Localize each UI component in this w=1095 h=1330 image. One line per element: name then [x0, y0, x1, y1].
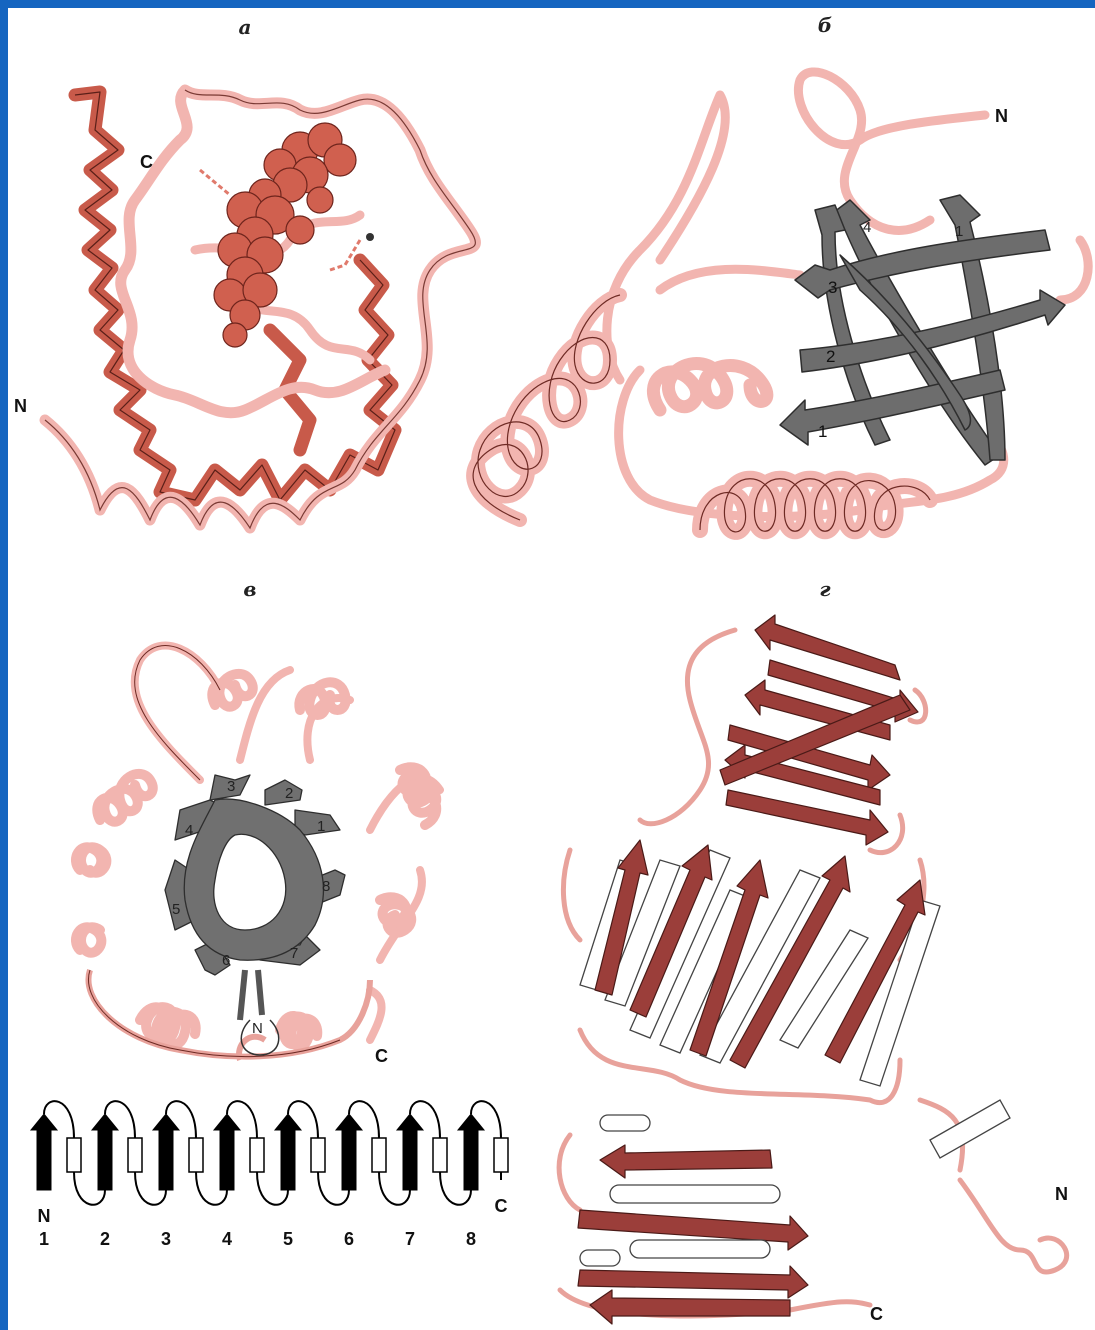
- topology-number-3: 3: [161, 1229, 171, 1249]
- panel-v-strand-label-5: 5: [172, 901, 180, 918]
- topology-strand-5: [275, 1114, 301, 1190]
- topology-c-terminus: C: [495, 1196, 508, 1216]
- panel-b-left-helix: [473, 295, 620, 520]
- panel-g-bot-cylinder-4: [580, 1250, 620, 1266]
- panel-v-helix-top-left: [97, 774, 152, 822]
- topology-helix-3: [189, 1138, 203, 1172]
- topology-strand-8: [458, 1114, 484, 1190]
- panel-g-n-terminus: N: [1055, 1184, 1068, 1204]
- topology-number-5: 5: [283, 1229, 293, 1249]
- topology-helix-5: [311, 1138, 325, 1172]
- panel-v: в 3 2 1 4: [76, 577, 440, 1066]
- topology-strand-6: [336, 1114, 362, 1190]
- panel-a-iron-atom: [366, 233, 374, 241]
- panel-v-helices: [76, 674, 436, 1046]
- topology-helix-8: [494, 1138, 508, 1172]
- panel-v-strand-label-6: 6: [222, 952, 230, 969]
- panel-b-strand-label-2: 2: [826, 347, 835, 366]
- protein-structures-figure: а C N б: [8, 8, 1095, 1330]
- panel-v-connecting-ribbon: [88, 970, 370, 1060]
- panel-b-n-terminus: N: [995, 106, 1008, 126]
- panel-a-letter: а: [239, 15, 252, 39]
- topology-strand-2: [92, 1114, 118, 1190]
- topology-number-2: 2: [100, 1229, 110, 1249]
- panel-b-letter: б: [818, 13, 832, 37]
- panel-b-loops: [607, 72, 1088, 517]
- topology-diagram: 1 2 3 4 5 6 7 8 N C: [31, 1101, 508, 1249]
- topology-helix-7: [433, 1138, 447, 1172]
- panel-g-bot-strand-1: [600, 1145, 772, 1178]
- panel-b: б 3 2 1 4 1 N: [473, 13, 1088, 532]
- panel-g-bottom-strands: [578, 1145, 808, 1324]
- panel-g-bot-cylinder-2: [610, 1185, 780, 1203]
- topology-number-1: 1: [39, 1229, 49, 1249]
- topology-helix-2: [128, 1138, 142, 1172]
- panel-g-top-sheet: [720, 615, 918, 845]
- topology-n-terminus: N: [38, 1206, 51, 1226]
- panel-g-bot-cylinder-3: [630, 1240, 770, 1258]
- panel-g: г: [559, 577, 1068, 1324]
- panel-a-n-terminus: N: [14, 396, 27, 416]
- panel-v-n-tail: [240, 970, 262, 1020]
- panel-b-strand-label-3: 3: [828, 278, 837, 297]
- panel-v-helix-left: [76, 847, 106, 952]
- panel-v-strand-label-1: 1: [317, 818, 325, 835]
- topology-number-7: 7: [405, 1229, 415, 1249]
- topology-strand-7: [397, 1114, 423, 1190]
- panel-v-helix-right: [400, 767, 436, 825]
- topology-helix-6: [372, 1138, 386, 1172]
- topology-strand-1: [31, 1114, 57, 1190]
- panel-a: а C N: [14, 15, 475, 528]
- panel-g-bot-cylinder-1: [600, 1115, 650, 1131]
- panel-b-strand-label-4: 4: [863, 219, 871, 236]
- topology-strand-3: [153, 1114, 179, 1190]
- panel-v-strand-label-3: 3: [227, 778, 235, 795]
- panel-g-c-terminus: C: [870, 1304, 883, 1324]
- panel-v-strand-label-8: 8: [322, 878, 330, 895]
- panel-g-bot-strand-4: [590, 1290, 790, 1324]
- panel-v-strand-label-2: 2: [285, 785, 293, 802]
- panel-v-helix-top: [212, 674, 252, 707]
- panel-v-strand-2: [265, 780, 302, 805]
- panel-b-strand-label-1-top: 1: [955, 223, 963, 240]
- panel-v-letter: в: [243, 577, 256, 601]
- panel-v-barrel-strands: [165, 775, 345, 975]
- topology-number-6: 6: [344, 1229, 354, 1249]
- topology-number-8: 8: [466, 1229, 476, 1249]
- panel-g-bottom-domain: [578, 1115, 808, 1324]
- panel-a-c-terminus: C: [140, 152, 153, 172]
- topology-helix-1: [67, 1138, 81, 1172]
- panel-v-strand-label-7: 7: [290, 945, 298, 962]
- panel-g-bottom-cylinders: [580, 1115, 780, 1266]
- panel-b-strand-label-1: 1: [818, 422, 827, 441]
- figure-canvas: а C N б: [8, 8, 1095, 1330]
- topology-strand-4: [214, 1114, 240, 1190]
- panel-v-c-terminus: C: [375, 1046, 388, 1066]
- panel-b-mid-helix: [653, 364, 766, 410]
- topology-number-4: 4: [222, 1229, 232, 1249]
- panel-g-letter: г: [819, 577, 831, 601]
- topology-helix-4: [250, 1138, 264, 1172]
- panel-v-n-terminus: N: [252, 1020, 263, 1037]
- panel-v-helix-bottom-right: [280, 1016, 317, 1046]
- panel-v-strand-label-4: 4: [185, 822, 193, 839]
